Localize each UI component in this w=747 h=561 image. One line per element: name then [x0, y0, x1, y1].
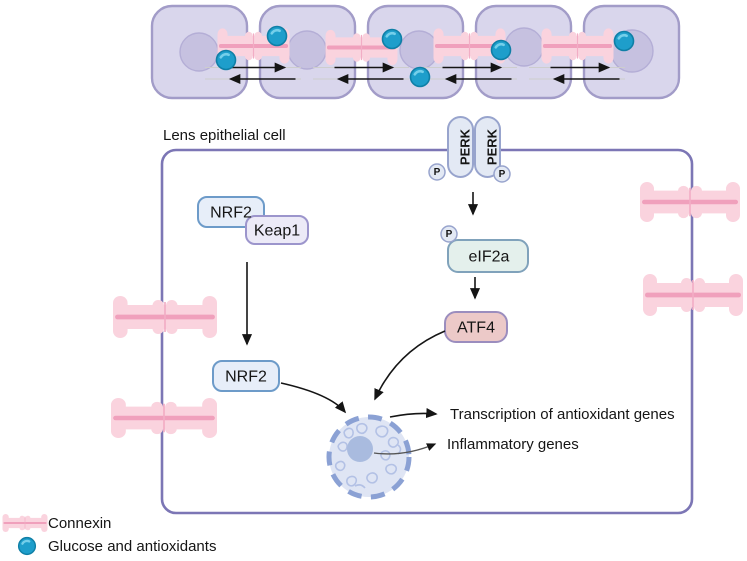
connexin-icon	[639, 181, 741, 223]
nucleus-icon	[287, 30, 327, 70]
nrf2-label: NRF2	[210, 205, 252, 222]
perk-receptor	[447, 116, 474, 178]
phosphate-label: P	[446, 229, 453, 240]
glucose-icon	[215, 49, 237, 71]
legend: Connexin Glucose and antioxidants	[2, 513, 216, 556]
lens-cell-row	[150, 4, 681, 100]
keap1-label: Keap1	[254, 223, 300, 240]
nrf2-box	[212, 360, 280, 392]
phosphate-label: P	[499, 169, 506, 180]
transcription-label: Transcription of antioxidant genes	[450, 406, 675, 423]
inflammatory-label: Inflammatory genes	[447, 436, 579, 453]
arrow-transcription	[389, 408, 438, 419]
connexin-icon	[110, 397, 218, 439]
phosphate-label: P	[434, 167, 441, 178]
glucose-icon	[266, 25, 288, 47]
glucose-icon	[490, 39, 512, 61]
eif2a-label: eIF2a	[469, 249, 510, 266]
nucleolus-icon	[347, 436, 373, 462]
keap1-box	[245, 215, 309, 245]
connexin-legend-icon	[2, 513, 48, 533]
atf4-label: ATF4	[457, 320, 495, 337]
nrf2-keap1-complex: NRF2 Keap1	[197, 196, 309, 245]
glucose-legend-label: Glucose and antioxidants	[48, 538, 216, 555]
chromatin-icon	[334, 422, 402, 489]
connexin-legend-label: Connexin	[48, 515, 111, 532]
arrow-inflammatory	[373, 443, 437, 455]
glucose-icon	[381, 28, 403, 50]
perk-receptor-dimer: PERK PERK P P	[428, 116, 511, 183]
perk-label: PERK	[458, 128, 473, 165]
connexin-icon	[112, 295, 218, 339]
nucleus-icon	[399, 30, 439, 70]
glucose-icon	[409, 66, 431, 88]
eif2a-box	[447, 239, 529, 273]
eif2a-node: P eIF2a	[440, 225, 529, 273]
phosphate-badge	[493, 165, 511, 183]
perk-receptor	[474, 116, 501, 178]
cell-nucleus	[326, 414, 412, 500]
atf4-node: ATF4	[444, 311, 508, 343]
transport-arrows	[205, 62, 625, 85]
arrow-atf4-nucleus	[374, 330, 446, 401]
connexin-icon	[642, 273, 744, 317]
atf4-box	[444, 311, 508, 343]
perk-label: PERK	[485, 128, 500, 165]
nrf2-label: NRF2	[225, 369, 267, 386]
nucleus-envelope	[326, 414, 412, 500]
nrf2-free-node: NRF2	[212, 360, 280, 392]
cell-title: Lens epithelial cell	[163, 127, 286, 144]
phosphate-badge	[428, 163, 446, 181]
arrow-nrf2-nucleus	[280, 382, 347, 414]
glucose-icon	[613, 30, 635, 52]
nucleus-icon	[179, 32, 219, 72]
glucose-legend-icon	[17, 536, 37, 556]
phosphate-badge	[440, 225, 458, 243]
